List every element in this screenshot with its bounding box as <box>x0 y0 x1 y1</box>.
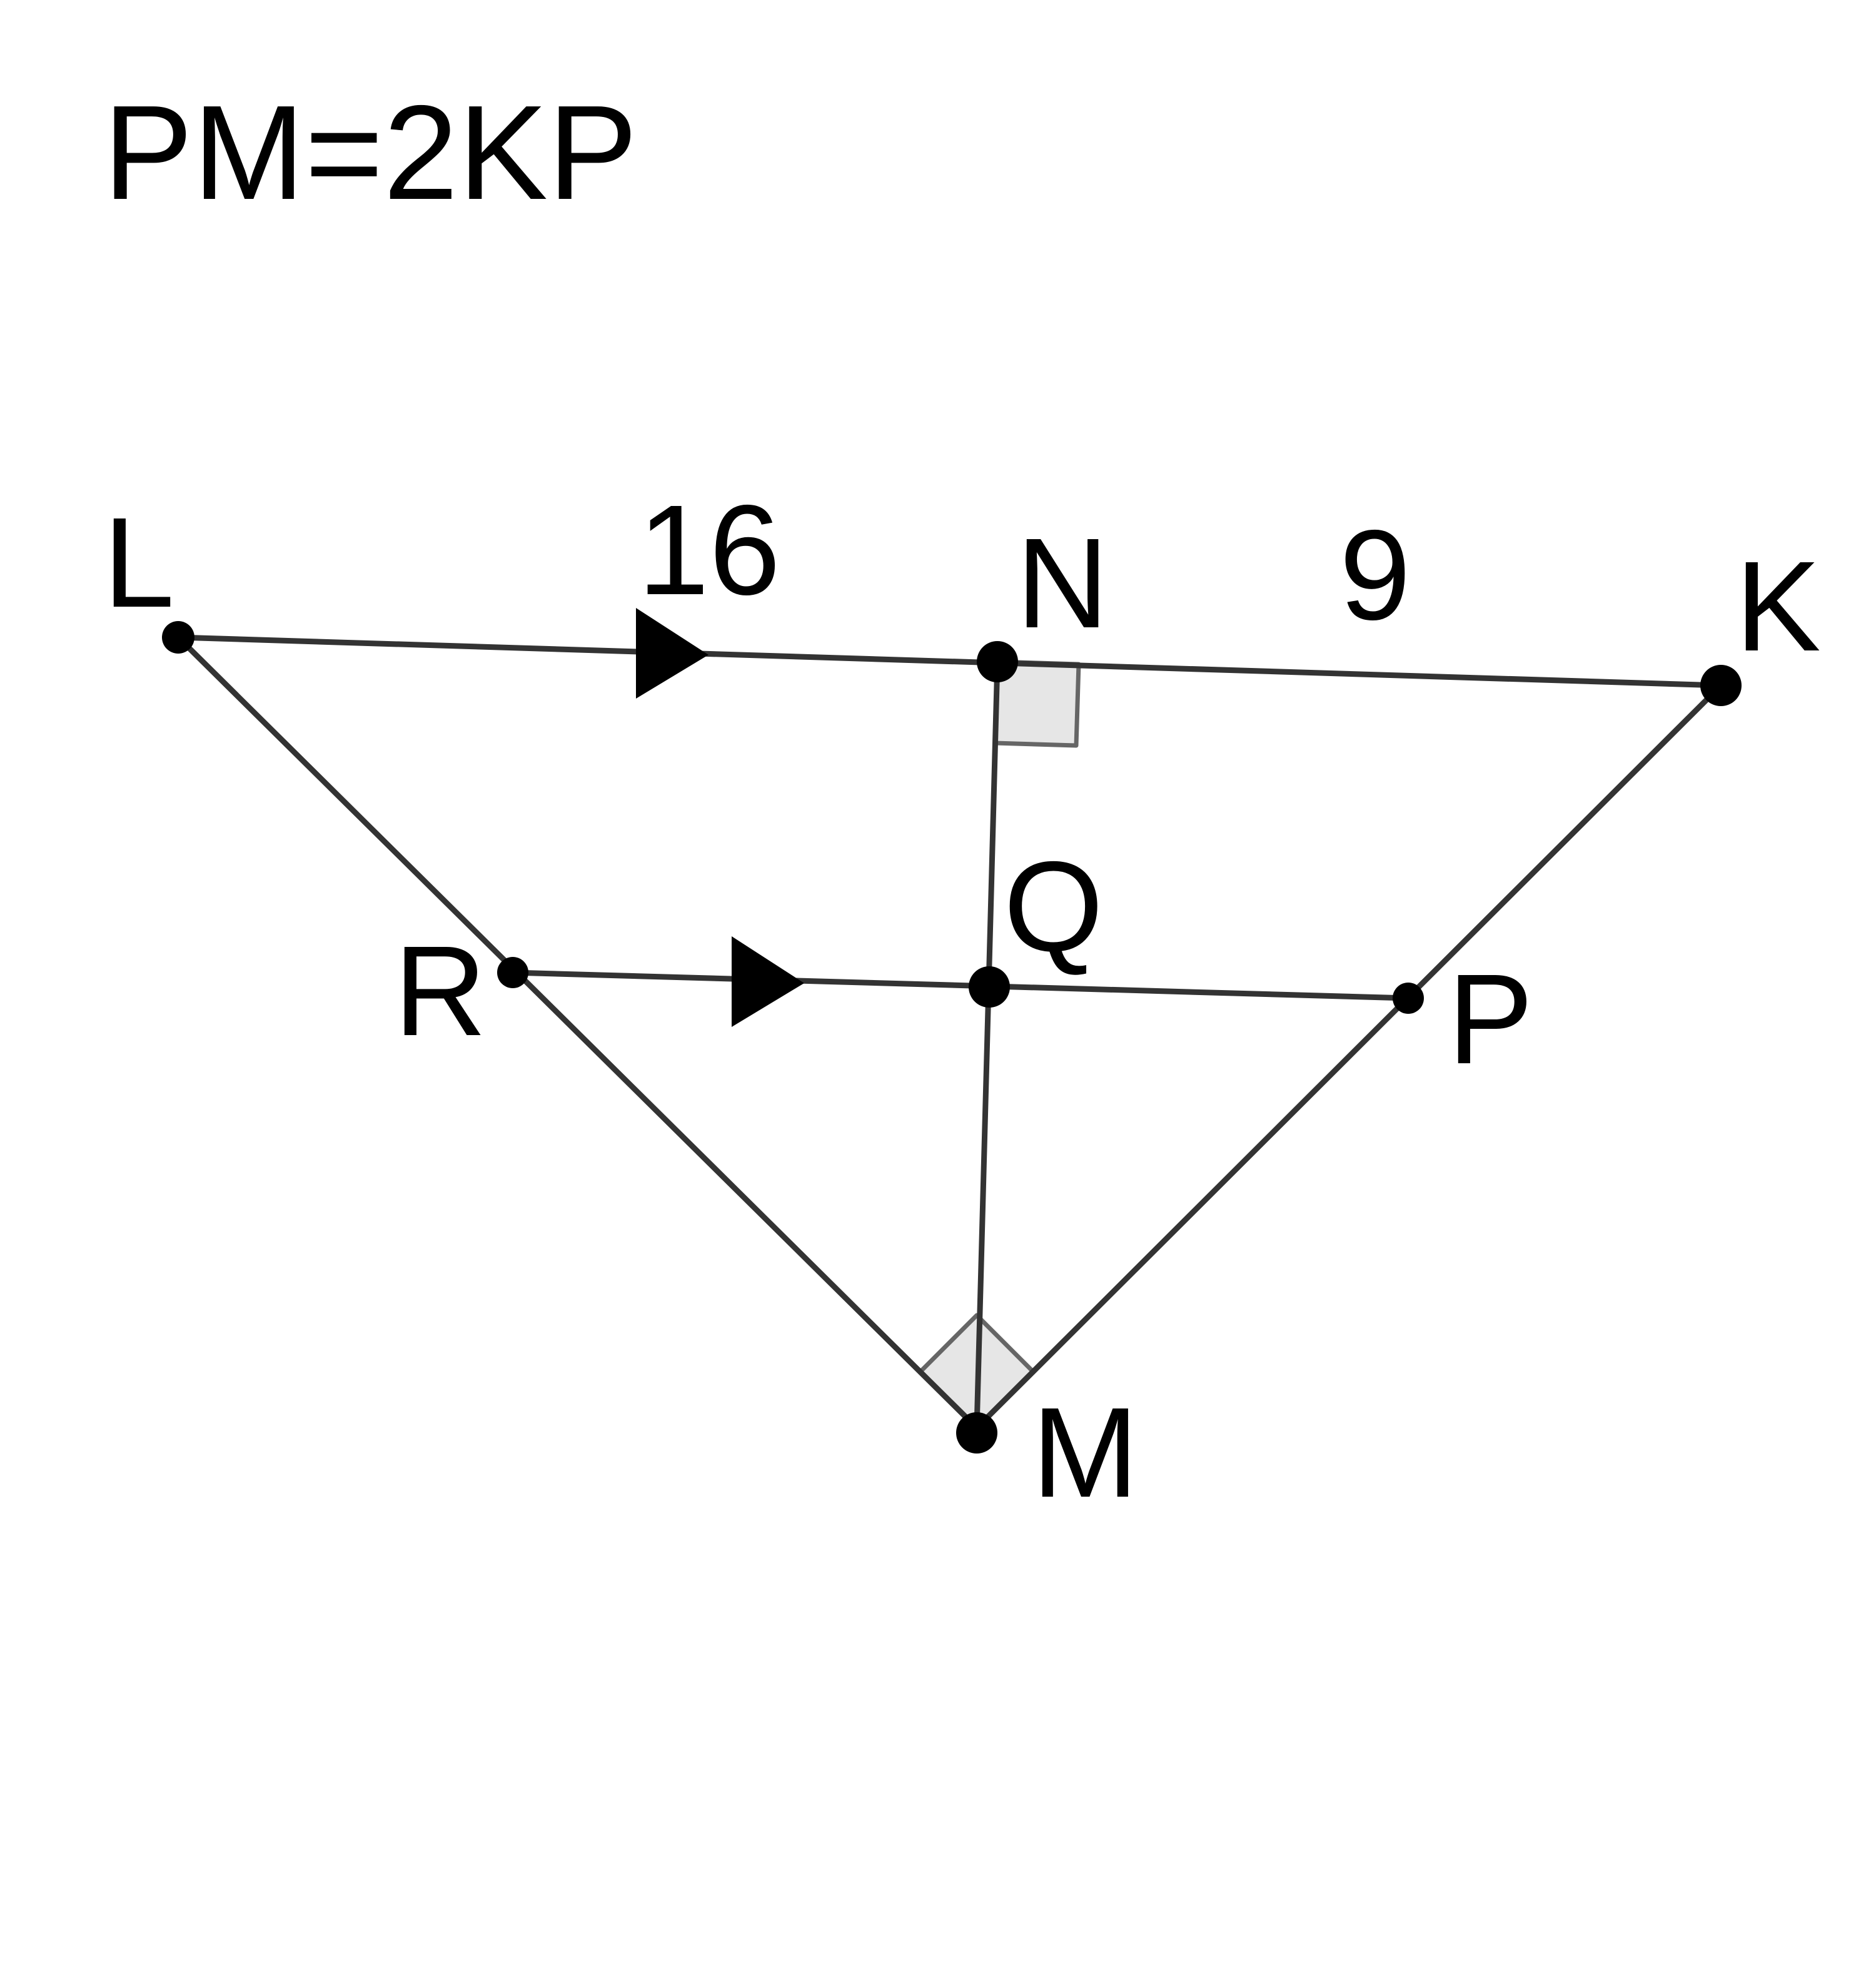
segment-lk <box>175 634 1724 689</box>
measure-ln: 16 <box>638 478 780 622</box>
given-condition: PM=2KP <box>103 77 637 228</box>
parallel-arrow-lk <box>636 608 709 699</box>
label-p: P <box>1448 948 1533 1091</box>
point-n <box>977 641 1018 682</box>
point-q <box>969 966 1010 1008</box>
parallel-arrow-rp <box>732 936 804 1027</box>
label-r: R <box>394 919 487 1063</box>
measure-nk: 9 <box>1339 503 1411 647</box>
segment-nm <box>974 659 1001 1431</box>
point-p <box>1393 983 1424 1014</box>
point-r <box>497 957 528 988</box>
segment-lm <box>175 634 980 1431</box>
label-n: N <box>1016 512 1109 655</box>
label-q: Q <box>1004 835 1103 978</box>
segment-rp <box>510 969 1411 1001</box>
point-m <box>956 1412 997 1454</box>
segment-km <box>974 682 1724 1431</box>
label-m: M <box>1032 1381 1139 1524</box>
label-k: K <box>1735 535 1821 678</box>
point-l <box>162 621 194 654</box>
label-l: L <box>103 491 174 634</box>
point-k <box>1700 665 1742 706</box>
